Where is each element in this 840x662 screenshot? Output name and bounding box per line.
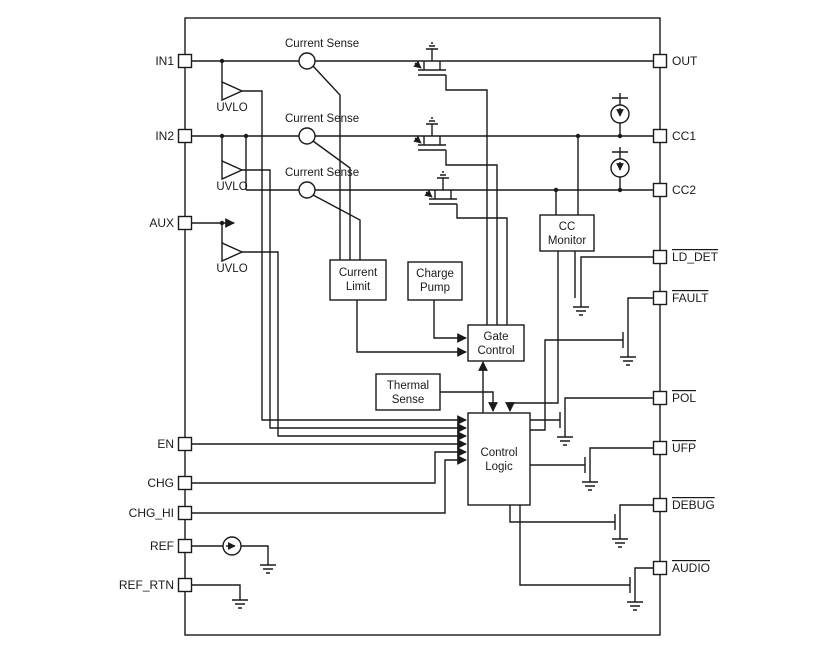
pulldown-fet-pol — [559, 411, 566, 437]
uvlo-label: UVLO — [216, 181, 247, 193]
wire-uvlo1-to-control-logic — [242, 90, 467, 425]
pulldown-fet-ufp — [584, 456, 591, 482]
pass-fet-cc2 — [424, 171, 457, 205]
pass-fet-out — [413, 42, 446, 76]
pin-label: AUDIO — [672, 561, 710, 575]
uvlo-buffer-in2: UVLO — [216, 159, 248, 193]
pin-label: LD_DET — [672, 250, 719, 264]
current-sense-label: Current Sense — [285, 167, 359, 179]
wire-thermal-to-control-logic — [440, 391, 498, 412]
ground-icon — [627, 601, 643, 611]
uvlo-label: UVLO — [216, 263, 247, 275]
block-label: Limit — [346, 281, 371, 293]
block-current-limit: Current Limit — [329, 259, 387, 301]
block-label: Charge — [416, 268, 454, 280]
pin-ufp: UFP — [652, 440, 696, 456]
block-gate-control: Gate Control — [467, 324, 525, 362]
block-label: Pump — [420, 282, 450, 294]
pin-ld-det: LD_DET — [652, 249, 719, 265]
pin-in1: IN1 — [155, 53, 193, 69]
pin-label: IN2 — [155, 129, 174, 143]
ground-icon — [582, 481, 598, 491]
wire-uvlo2-to-control-logic — [242, 169, 467, 433]
wire-current-limit-to-gate-control — [356, 300, 467, 357]
pin-label: FAULT — [672, 291, 709, 305]
wire-chg-hi-to-control-logic — [192, 455, 467, 514]
pin-label: OUT — [672, 54, 698, 68]
block-label: Current — [339, 267, 378, 279]
ground-icon — [557, 436, 573, 446]
block-control-logic: Control Logic — [467, 412, 531, 506]
pin-label: IN1 — [155, 54, 174, 68]
current-source-cc2 — [610, 158, 630, 178]
ground-symbols — [232, 306, 643, 611]
block-label: Thermal — [387, 380, 429, 392]
ground-icon — [620, 356, 636, 366]
block-thermal-sense: Thermal Sense — [375, 373, 441, 411]
pin-label: REF_RTN — [119, 578, 174, 592]
ic-boundary — [184, 17, 661, 636]
current-sense-symbol-1: Current Sense — [285, 38, 359, 70]
pin-ref: REF — [150, 538, 193, 554]
pin-cc2: CC2 — [652, 182, 696, 198]
pin-pol: POL — [652, 390, 696, 406]
block-label: Logic — [485, 461, 513, 473]
uvlo-buffer-in1: UVLO — [216, 80, 248, 114]
pin-label: POL — [672, 391, 696, 405]
uvlo-label: UVLO — [216, 102, 247, 114]
pulldown-fet-audio — [629, 576, 636, 602]
wiring — [192, 60, 653, 600]
current-sense-symbol-2: Current Sense — [285, 113, 359, 145]
current-sense-symbol-3: Current Sense — [285, 167, 359, 199]
pin-label: REF — [150, 539, 174, 553]
pin-label: CC1 — [672, 129, 696, 143]
current-sense-label: Current Sense — [285, 38, 359, 50]
pass-fet-cc1 — [413, 117, 446, 151]
pin-aux: AUX — [149, 215, 193, 231]
current-source-cc1 — [610, 104, 630, 124]
pin-ref-rtn: REF_RTN — [119, 577, 193, 593]
block-label: Gate — [484, 331, 509, 343]
block-cc-monitor: CC Monitor — [539, 214, 595, 252]
wire-charge-pump-to-gate-control — [433, 300, 467, 343]
block-label: Control — [480, 447, 517, 459]
pin-en: EN — [157, 436, 193, 452]
pin-chg-hi: CHG_HI — [129, 505, 193, 521]
pin-label: CHG_HI — [129, 506, 174, 520]
pulldown-fet-ld-det — [574, 281, 582, 307]
pin-chg: CHG — [147, 475, 193, 491]
pin-label: UFP — [672, 441, 696, 455]
block-charge-pump: Charge Pump — [407, 261, 463, 301]
pin-cc1: CC1 — [652, 128, 696, 144]
pin-debug: DEBUG — [652, 497, 715, 513]
block-label: CC — [559, 221, 576, 233]
pin-in2: IN2 — [155, 128, 193, 144]
ref-current-source — [222, 536, 242, 556]
pin-fault: FAULT — [652, 290, 709, 306]
pin-out: OUT — [652, 53, 698, 69]
block-label: Monitor — [548, 235, 587, 247]
block-label: Sense — [392, 394, 425, 406]
block-label: Control — [477, 345, 514, 357]
pin-label: EN — [157, 437, 174, 451]
pin-label: CC2 — [672, 183, 696, 197]
wire-uvlo3-to-control-logic — [242, 251, 467, 441]
pin-label: AUX — [149, 216, 174, 230]
pulldown-fet-debug — [614, 513, 621, 539]
ground-icon — [260, 564, 276, 574]
pin-audio: AUDIO — [652, 560, 710, 576]
uvlo-buffer-aux: UVLO — [216, 241, 248, 275]
ground-icon — [573, 306, 589, 316]
ground-icon — [612, 538, 628, 548]
current-sense-label: Current Sense — [285, 113, 359, 125]
pin-label: DEBUG — [672, 498, 715, 512]
junction-dots — [219, 58, 623, 226]
ground-icon — [232, 599, 248, 609]
wire-cc-monitor-to-control-logic — [505, 250, 559, 412]
pulldown-fet-fault — [622, 331, 629, 357]
wire-chg-to-control-logic — [192, 447, 467, 484]
pin-label: CHG — [147, 476, 174, 490]
